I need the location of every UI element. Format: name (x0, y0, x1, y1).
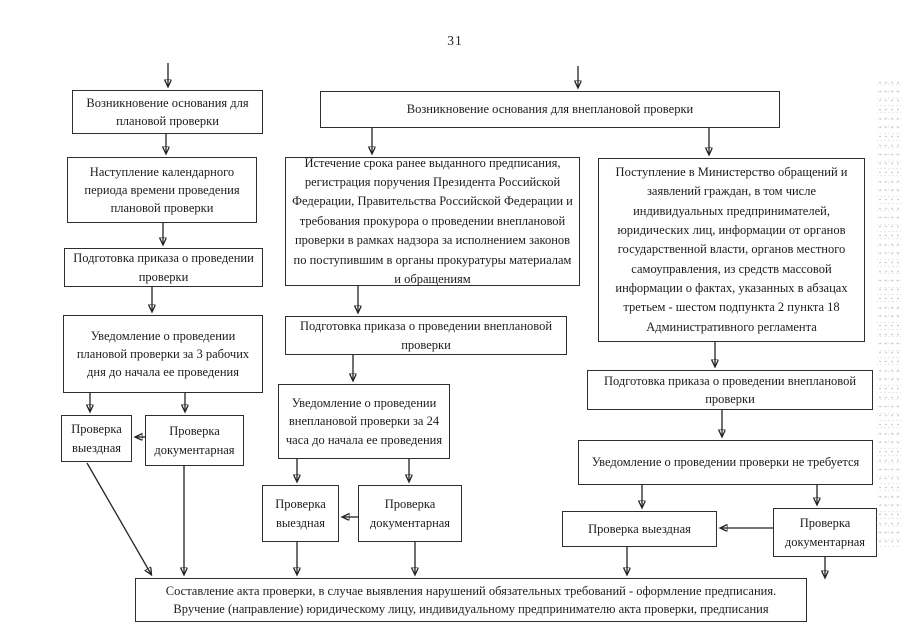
box-ministry-order: Подготовка приказа о проведении внеплано… (587, 370, 873, 410)
box-ministry-documentary-inspection: Проверка документарная (773, 508, 877, 557)
final-act-line2: Вручение (направление) юридическому лицу… (173, 602, 769, 616)
page-number: 31 (447, 33, 463, 48)
final-act-line1: Составление акта проверки, в случае выяв… (165, 583, 777, 598)
box-ministry-grounds: Поступление в Министерство обращений и з… (598, 158, 865, 342)
box-prosecutor-order: Подготовка приказа о проведении внеплано… (285, 316, 567, 355)
box-planned-calendar-period: Наступление календарного периода времени… (67, 157, 257, 223)
box-ministry-notice: Уведомление о проведении проверки не тре… (578, 440, 873, 485)
box-planned-field-inspection: Проверка выездная (61, 415, 132, 462)
box-unplanned-origin: Возникновение основания для внеплановой … (320, 91, 780, 128)
box-prosecutor-grounds: Истечение срока ранее выданного предписа… (285, 156, 580, 286)
box-prosecutor-field-inspection: Проверка выездная (262, 485, 339, 542)
box-planned-documentary-inspection: Проверка документарная (145, 415, 244, 466)
box-planned-origin: Возникновение основания для плановой про… (72, 90, 263, 134)
box-prosecutor-documentary-inspection: Проверка документарная (358, 485, 462, 542)
box-planned-notice: Уведомление о проведении плановой провер… (63, 315, 263, 393)
box-ministry-field-inspection: Проверка выездная (562, 511, 717, 547)
box-prosecutor-notice: Уведомление о проведении внеплановой про… (278, 384, 450, 459)
box-final-act: Составление акта проверки, в случае выяв… (135, 578, 807, 622)
box-planned-order: Подготовка приказа о проведении проверки (64, 248, 263, 287)
scan-noise-artifact (877, 78, 901, 548)
